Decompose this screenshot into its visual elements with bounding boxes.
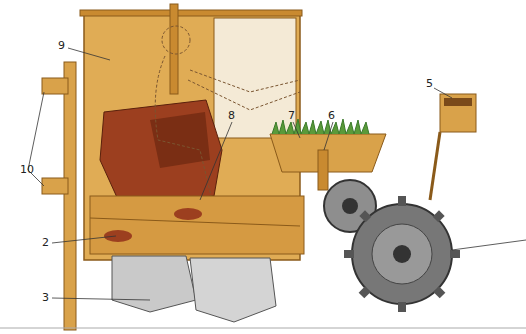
bracket (42, 78, 68, 94)
callout-number: 2 (42, 237, 49, 249)
operator-head (162, 26, 190, 54)
wheel-disc (372, 224, 432, 284)
callout-number: 6 (328, 110, 335, 122)
leader-line (200, 122, 232, 200)
callout-number: 8 (228, 110, 235, 122)
water-box (440, 94, 476, 132)
leader-line (434, 88, 452, 98)
leader-line (52, 298, 150, 300)
operator-arm (188, 80, 300, 110)
box-support (430, 132, 440, 200)
callout-number: 10 (20, 164, 34, 176)
drive-wheel (352, 204, 452, 304)
operator-body (155, 56, 230, 210)
window (214, 18, 296, 138)
box-top (444, 98, 472, 106)
leader-lines (28, 48, 526, 300)
pedal (104, 230, 132, 242)
mast (64, 62, 76, 330)
leader-line (28, 92, 44, 170)
plough-shoe (190, 258, 276, 322)
leader-line (68, 48, 110, 60)
seat (100, 100, 222, 204)
operator-outline (155, 26, 300, 210)
wheel-lugs (344, 196, 460, 312)
bracket (42, 178, 68, 194)
machine-body (0, 4, 526, 330)
callout-number: 9 (58, 40, 65, 52)
ground-line (0, 328, 526, 329)
hub (342, 198, 358, 214)
roof (80, 10, 302, 16)
pedal (174, 208, 202, 220)
rod (90, 218, 300, 226)
callout-number: 3 (42, 292, 49, 304)
post (170, 4, 178, 94)
leader-line (324, 122, 333, 150)
leader-line (452, 240, 526, 250)
leader-line (293, 122, 300, 138)
callout-number: 5 (426, 78, 433, 90)
callout-number: 7 (288, 110, 295, 122)
hub (393, 245, 411, 263)
arm (318, 150, 328, 190)
leader-line (52, 236, 116, 243)
plough-shoe (112, 256, 196, 312)
chassis (90, 196, 304, 254)
seedlings (272, 119, 369, 134)
